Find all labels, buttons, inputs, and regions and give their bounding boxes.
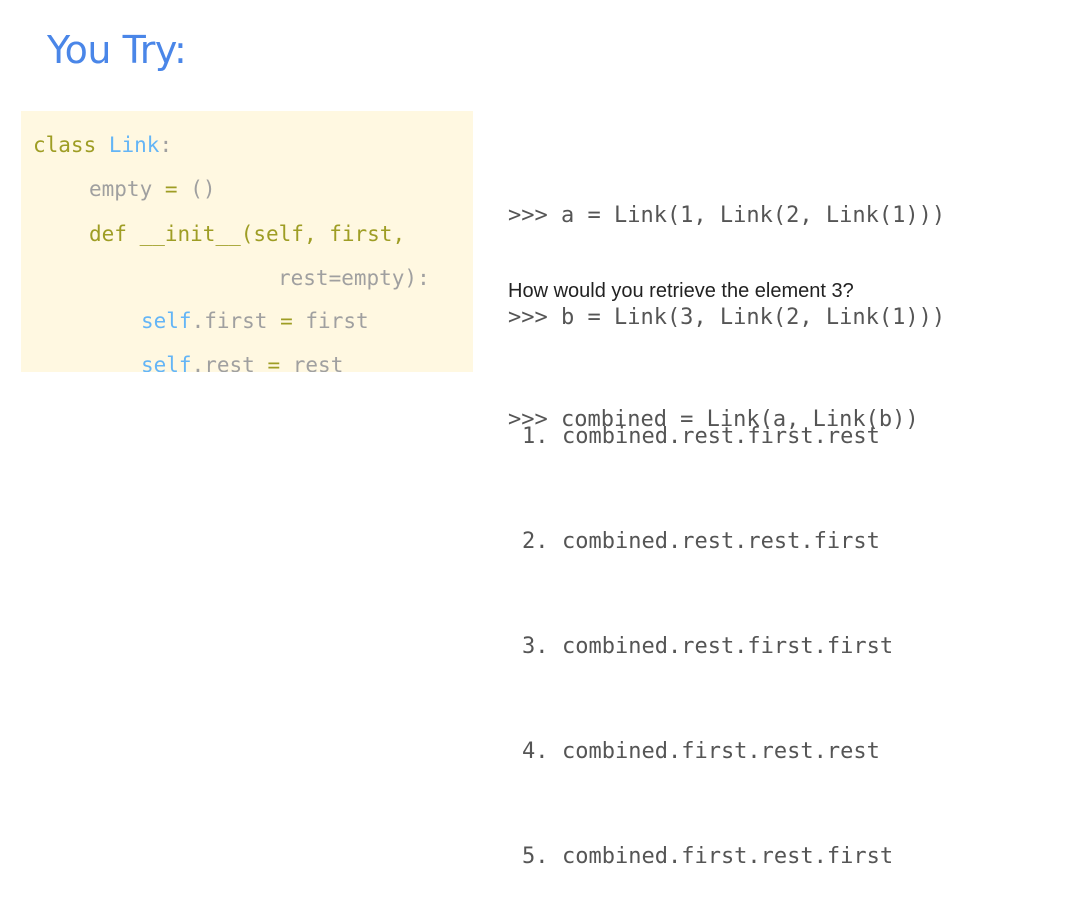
option-3: 3. combined.rest.first.first <box>522 629 893 664</box>
code-line-self-first: self.first = first <box>141 311 369 332</box>
repl-line-b: >>> b = Link(3, Link(2, Link(1))) <box>508 305 946 330</box>
option-1: 1. combined.rest.first.rest <box>522 419 893 454</box>
option-text: combined.rest.first.rest <box>562 424 880 449</box>
assign-op: = <box>267 353 281 373</box>
code-block: class Link: empty = () def __init__(self… <box>21 111 473 372</box>
code-line-self-rest: self.rest = rest <box>141 353 344 373</box>
colon: : <box>159 133 173 157</box>
slide-title: You Try: <box>47 28 187 72</box>
code-line-rest-param: rest=empty): <box>278 266 430 290</box>
option-text: combined.first.rest.first <box>562 844 894 869</box>
option-2: 2. combined.rest.rest.first <box>522 524 893 559</box>
rest-attr: .rest <box>191 353 255 373</box>
code-line-empty: empty = () <box>89 179 215 200</box>
first-attr: .first <box>191 309 268 333</box>
init-signature: __init__(self, first, <box>139 222 406 246</box>
option-text: combined.first.rest.rest <box>562 739 880 764</box>
keyword-class: class <box>33 133 97 157</box>
question-text: How would you retrieve the element 3? <box>508 280 854 302</box>
repl-session: >>> a = Link(1, Link(2, Link(1))) >>> b … <box>508 131 945 471</box>
option-4: 4. combined.first.rest.rest <box>522 734 893 769</box>
option-number: 3. <box>522 634 549 659</box>
option-number: 5. <box>522 844 549 869</box>
option-number: 1. <box>522 424 549 449</box>
repl-line-a: >>> a = Link(1, Link(2, Link(1))) <box>508 203 946 228</box>
self-keyword: self <box>141 309 192 333</box>
answer-options: 1. combined.rest.first.rest 2. combined.re… <box>522 349 893 909</box>
code-line-def: def __init__(self, first, <box>89 224 405 245</box>
assign-op: = <box>280 309 293 333</box>
rest-value: rest <box>292 353 344 373</box>
code-line-class: class Link: <box>33 135 172 156</box>
assign-op: = <box>164 177 178 201</box>
class-name: Link <box>108 133 160 157</box>
empty-attr: empty <box>89 177 153 201</box>
option-text: combined.rest.first.first <box>562 634 894 659</box>
repl-line-combined: >>> combined = Link(a, Link(b)) <box>508 407 919 432</box>
empty-value: () <box>190 177 216 201</box>
keyword-def: def <box>89 222 127 246</box>
option-number: 4. <box>522 739 549 764</box>
option-text: combined.rest.rest.first <box>562 529 880 554</box>
first-value: first <box>305 309 369 333</box>
self-keyword: self <box>141 353 192 373</box>
option-number: 2. <box>522 529 549 554</box>
option-5: 5. combined.first.rest.first <box>522 839 893 874</box>
